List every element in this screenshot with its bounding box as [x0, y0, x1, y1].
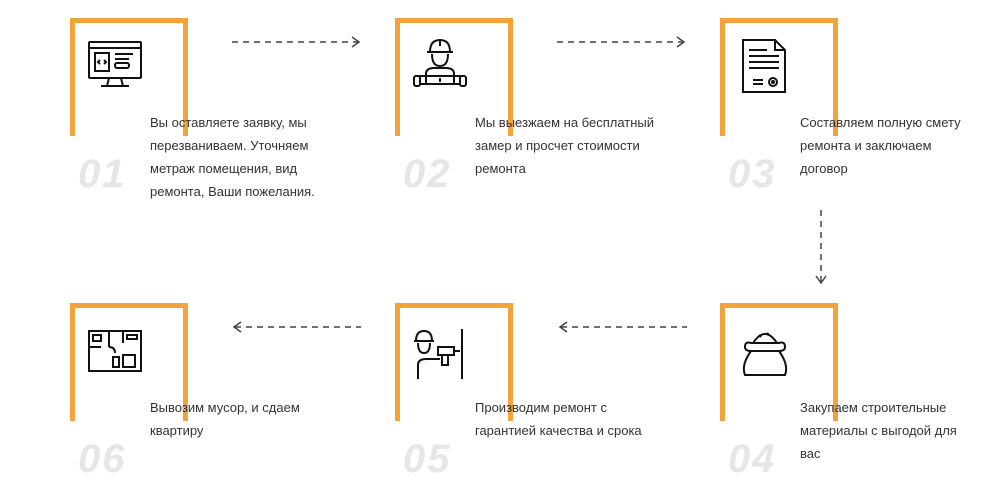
step-02: 02 Мы выезжаем на бесплатный замер и про… [395, 18, 695, 218]
step-01: 01 Вы оставляете заявку, мы перезванивае… [70, 18, 370, 218]
worker-measuring-icon [410, 36, 470, 96]
step-number: 03 [728, 152, 777, 196]
step-text: Вывозим мусор, и сдаем квартиру [150, 400, 300, 438]
arrow-left-2 [231, 321, 361, 333]
step-number: 02 [403, 152, 452, 196]
step-04: 04 Закупаем строительные материалы с выг… [720, 303, 997, 503]
computer-monitor-icon [85, 36, 145, 96]
worker-drill-icon [410, 321, 470, 381]
material-sack-icon [735, 321, 795, 381]
step-frame [720, 18, 838, 136]
step-text: Мы выезжаем на бесплатный замер и просче… [475, 115, 655, 176]
step-number: 06 [78, 437, 127, 481]
arrow-down [815, 210, 827, 286]
step-frame [70, 303, 188, 421]
step-text: Вы оставляете заявку, мы перезваниваем. … [150, 115, 315, 199]
step-frame [395, 303, 513, 421]
step-frame [395, 18, 513, 136]
step-text: Составляем полную смету ремонта и заключ… [800, 115, 961, 176]
arrow-right-1 [232, 36, 362, 48]
step-text: Производим ремонт с гарантией качества и… [475, 400, 642, 438]
floor-plan-icon [85, 321, 145, 381]
step-number: 01 [78, 152, 127, 196]
step-number: 05 [403, 437, 452, 481]
step-06: 06 Вывозим мусор, и сдаем квартиру [70, 303, 370, 503]
step-frame [70, 18, 188, 136]
arrow-left-1 [557, 321, 687, 333]
document-contract-icon [735, 36, 795, 96]
step-text: Закупаем строительные материалы с выгодо… [800, 400, 957, 461]
step-frame [720, 303, 838, 421]
step-03: 03 Составляем полную смету ремонта и зак… [720, 18, 997, 218]
arrow-right-2 [557, 36, 687, 48]
step-number: 04 [728, 437, 777, 481]
step-05: 05 Производим ремонт с гарантией качеств… [395, 303, 695, 503]
